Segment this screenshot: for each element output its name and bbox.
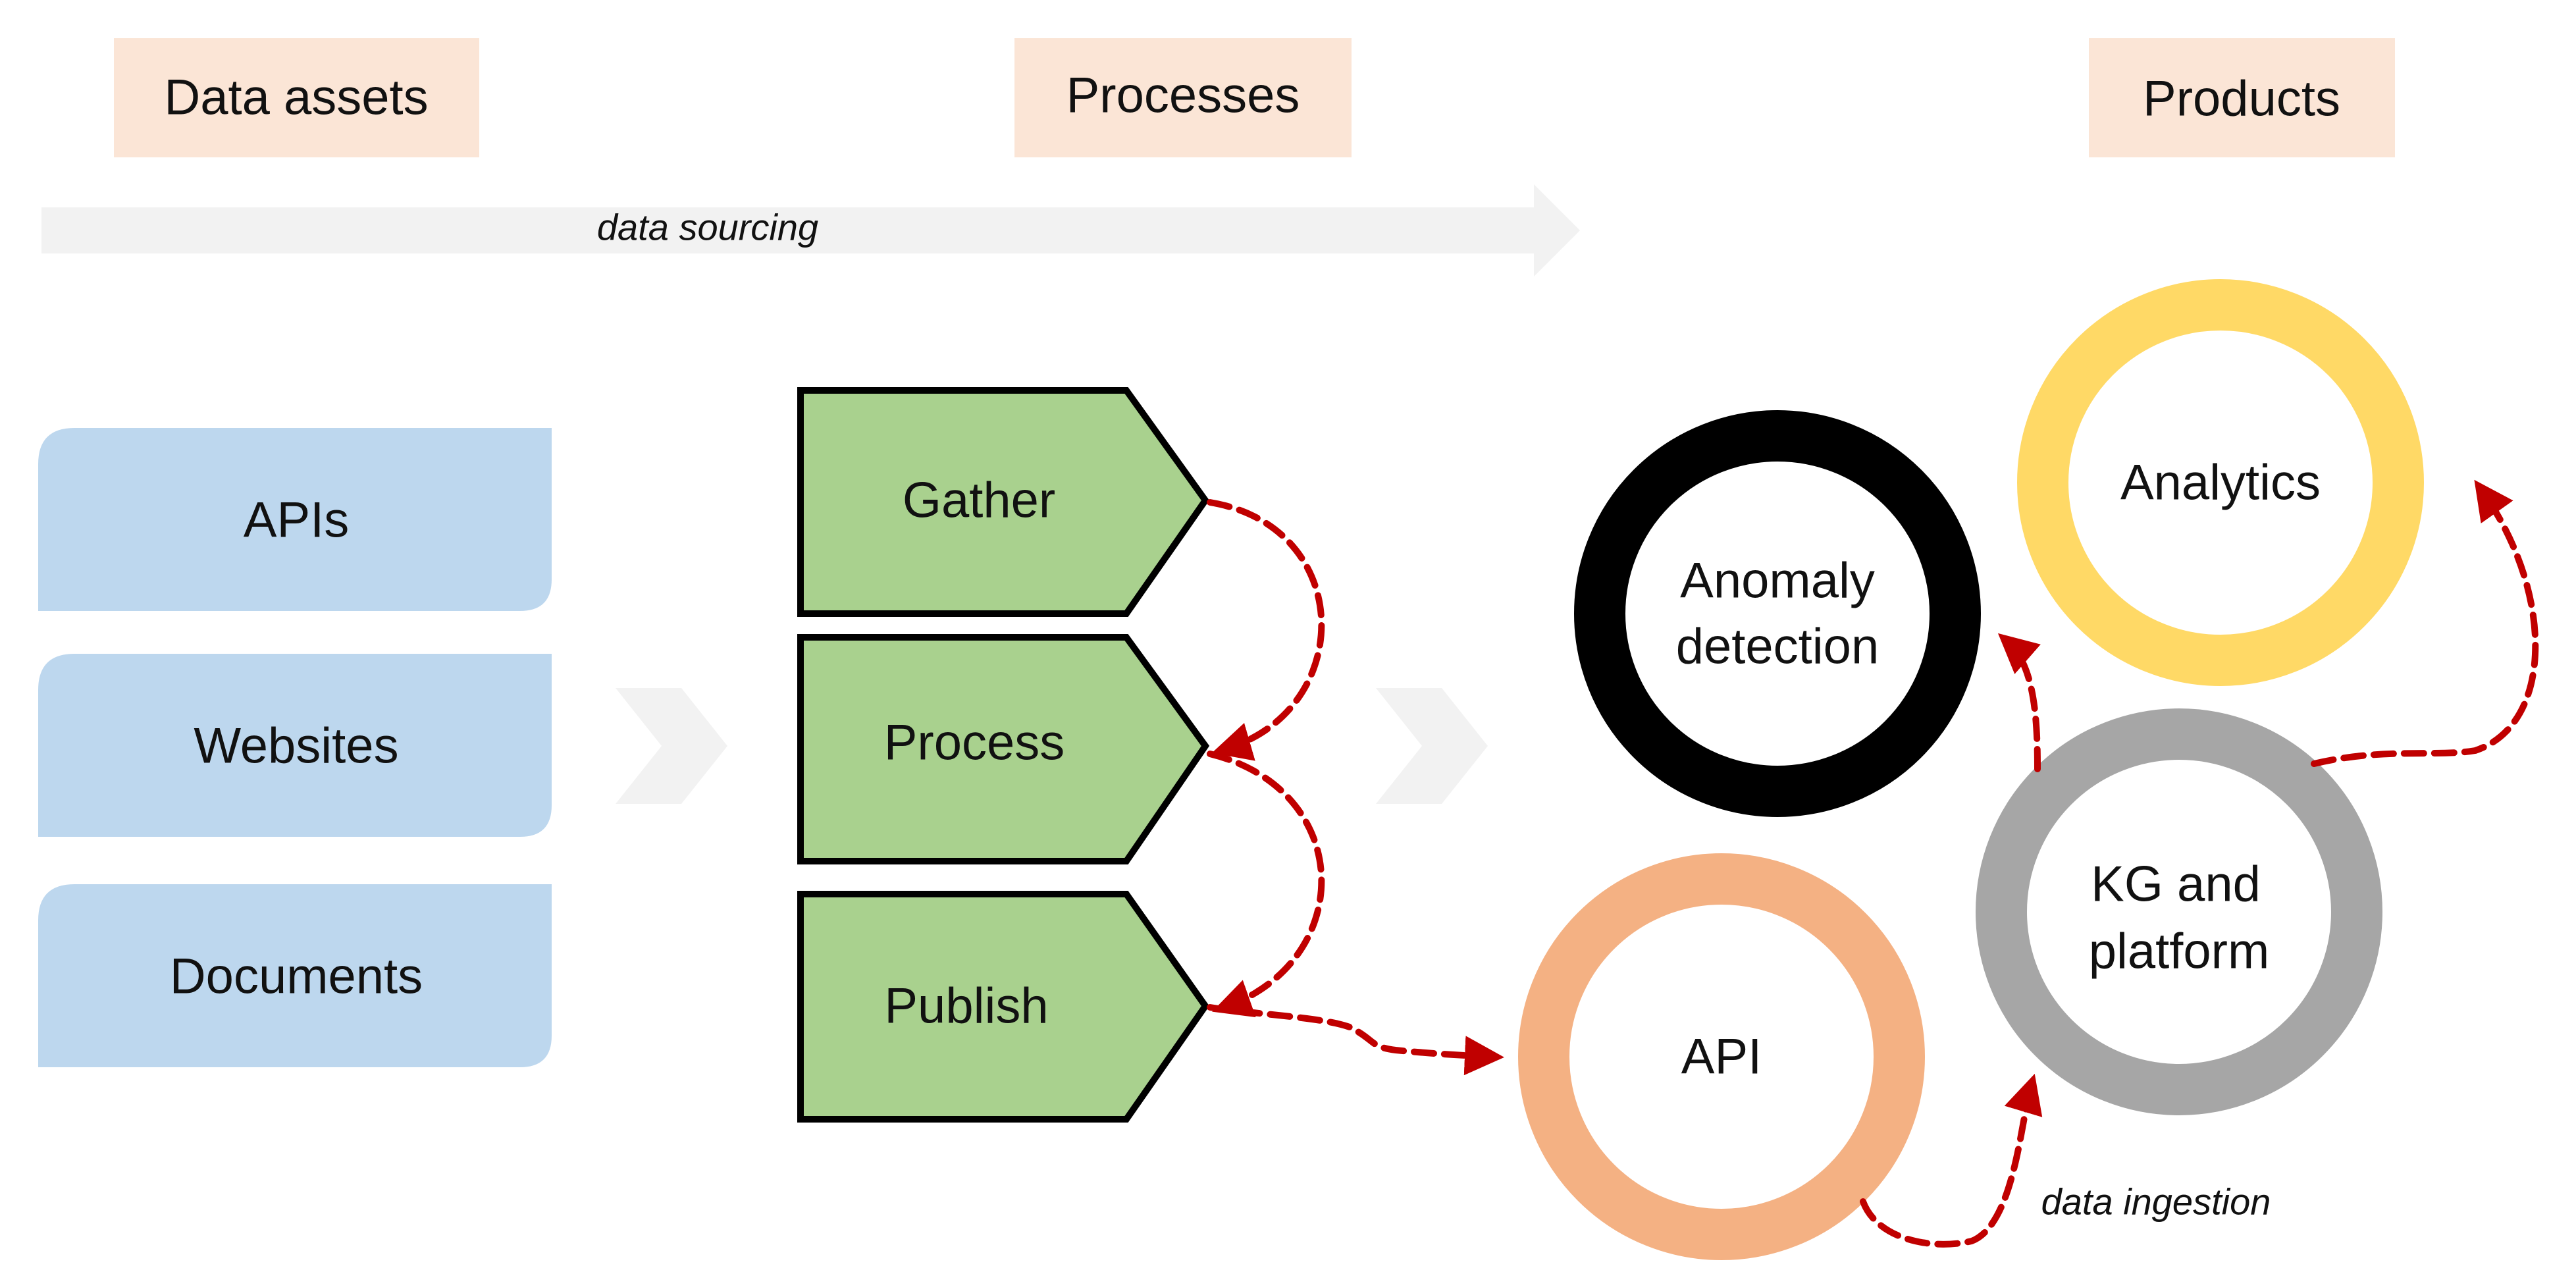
connector-process-to-publish	[1207, 751, 1325, 1018]
header-processes: Processes	[1014, 38, 1352, 157]
connector-gather-to-process	[1207, 499, 1325, 761]
data-sourcing-arrow: data sourcing	[41, 184, 1580, 277]
asset-documents-label: Documents	[170, 949, 423, 1005]
product-anomaly-detection: Anomaly detection	[1574, 410, 1981, 817]
header-data-assets-label: Data assets	[164, 70, 428, 126]
anomaly-label-line2: detection	[1676, 619, 1879, 675]
asset-apis: APIs	[38, 428, 552, 611]
connector-api-to-kg	[1860, 1073, 2043, 1248]
header-processes-label: Processes	[1066, 68, 1300, 124]
asset-apis-label: APIs	[244, 492, 350, 548]
analytics-label: Analytics	[2120, 455, 2321, 511]
chevron-icon	[1376, 688, 1488, 804]
process-publish: Publish	[797, 891, 1210, 1123]
process-gather: Gather	[797, 387, 1210, 617]
connector-kg-to-analytics	[2311, 479, 2539, 767]
anomaly-label-line1: Anomaly	[1680, 553, 1875, 609]
connector-publish-to-api	[1207, 1004, 1504, 1076]
product-analytics: Analytics	[2017, 279, 2424, 686]
api-label: API	[1681, 1029, 1762, 1085]
chevron-icon	[616, 688, 727, 804]
asset-websites-label: Websites	[194, 718, 398, 774]
process-process: Process	[797, 634, 1210, 864]
data-sourcing-label: data sourcing	[597, 207, 818, 248]
header-data-assets: Data assets	[114, 38, 479, 157]
asset-websites: Websites	[38, 654, 552, 837]
product-kg-platform: KG and platform	[1976, 708, 2382, 1115]
data-ingestion-label: data ingestion	[2041, 1181, 2271, 1223]
process-process-label: Process	[884, 715, 1065, 771]
header-products-label: Products	[2143, 71, 2340, 127]
process-publish-label: Publish	[884, 978, 1048, 1034]
kg-label-line1: KG and	[2091, 857, 2261, 913]
process-gather-label: Gather	[903, 473, 1055, 529]
kg-label-line2: platform	[2089, 924, 2270, 980]
asset-documents: Documents	[38, 884, 552, 1067]
connector-kg-to-anomaly	[1997, 633, 2041, 772]
header-products: Products	[2089, 38, 2395, 157]
product-api: API	[1518, 853, 1925, 1260]
